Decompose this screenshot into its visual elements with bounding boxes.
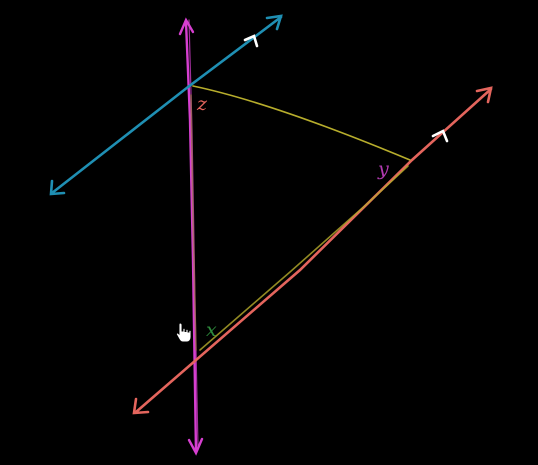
upper-line-arrow-right bbox=[265, 14, 283, 31]
triangle-side-zx bbox=[190, 94, 197, 351]
parallel-mark-upper-icon bbox=[243, 34, 259, 48]
parallel-mark-lower-icon bbox=[431, 129, 449, 143]
angle-label-y: y bbox=[377, 158, 389, 180]
lower-line-arrow-right bbox=[475, 86, 493, 104]
triangle-side-zy bbox=[192, 85, 411, 161]
angle-label-x: x bbox=[206, 319, 217, 341]
transversal-arrow-top bbox=[178, 17, 195, 36]
lower-parallel-line bbox=[132, 86, 493, 415]
triangle-sides bbox=[190, 85, 411, 351]
transversal-arrow-bottom bbox=[187, 437, 204, 456]
lower-line-arrow-left bbox=[132, 397, 150, 415]
triangle-side-xy bbox=[199, 165, 409, 351]
parallel-marks bbox=[243, 34, 449, 143]
upper-parallel-line bbox=[49, 14, 283, 196]
angle-label-z: z bbox=[196, 93, 208, 115]
hand-pointer-icon bbox=[175, 322, 192, 343]
upper-line-arrow-left bbox=[49, 179, 66, 196]
